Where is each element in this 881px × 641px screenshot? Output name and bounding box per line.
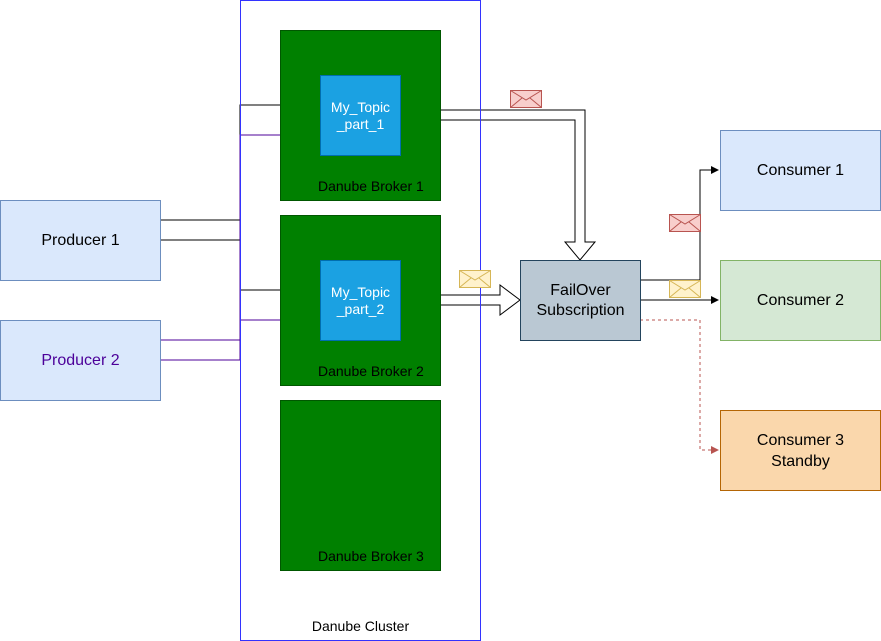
envelope-icon xyxy=(669,280,701,298)
topic-part-2[interactable]: My_Topic _part_2 xyxy=(320,260,401,341)
broker-3-label: Danube Broker 3 xyxy=(318,548,424,564)
topic-part-2-name: My_Topic xyxy=(330,283,391,300)
consumer-2-label: Consumer 2 xyxy=(756,292,845,309)
broker-3[interactable] xyxy=(280,400,441,571)
broker-1-label: Danube Broker 1 xyxy=(318,178,424,194)
subscription-line1: FailOver xyxy=(550,281,611,299)
consumer-3-standby-label: Standby xyxy=(771,452,830,470)
subscription-line2: Subscription xyxy=(536,301,625,319)
producer-2-label: Producer 2 xyxy=(41,351,120,369)
topic-part-2-suffix: _part_2 xyxy=(336,300,385,317)
consumer-1[interactable]: Consumer 1 xyxy=(720,130,881,211)
envelope-icon xyxy=(669,214,701,232)
producer-1-label: Producer 1 xyxy=(41,231,120,249)
consumer-2[interactable]: Consumer 2 xyxy=(720,260,881,341)
producer-2[interactable]: Producer 2 xyxy=(0,320,161,401)
consumer-3-label: Consumer 3 xyxy=(756,431,845,449)
topic-part-1[interactable]: My_Topic _part_1 xyxy=(320,75,401,156)
topic-part-1-name: My_Topic xyxy=(330,98,391,115)
consumer-1-label: Consumer 1 xyxy=(756,162,845,179)
failover-subscription[interactable]: FailOver Subscription xyxy=(520,260,641,341)
edge-subscription-consumer3 xyxy=(640,319,719,454)
envelope-icon xyxy=(459,270,491,288)
cluster-label: Danube Cluster xyxy=(311,618,410,634)
consumer-3-standby[interactable]: Consumer 3 Standby xyxy=(720,410,881,491)
topic-part-1-suffix: _part_1 xyxy=(336,115,385,132)
envelope-icon xyxy=(510,90,542,108)
broker-2-label: Danube Broker 2 xyxy=(318,363,424,379)
producer-1[interactable]: Producer 1 xyxy=(0,200,161,281)
